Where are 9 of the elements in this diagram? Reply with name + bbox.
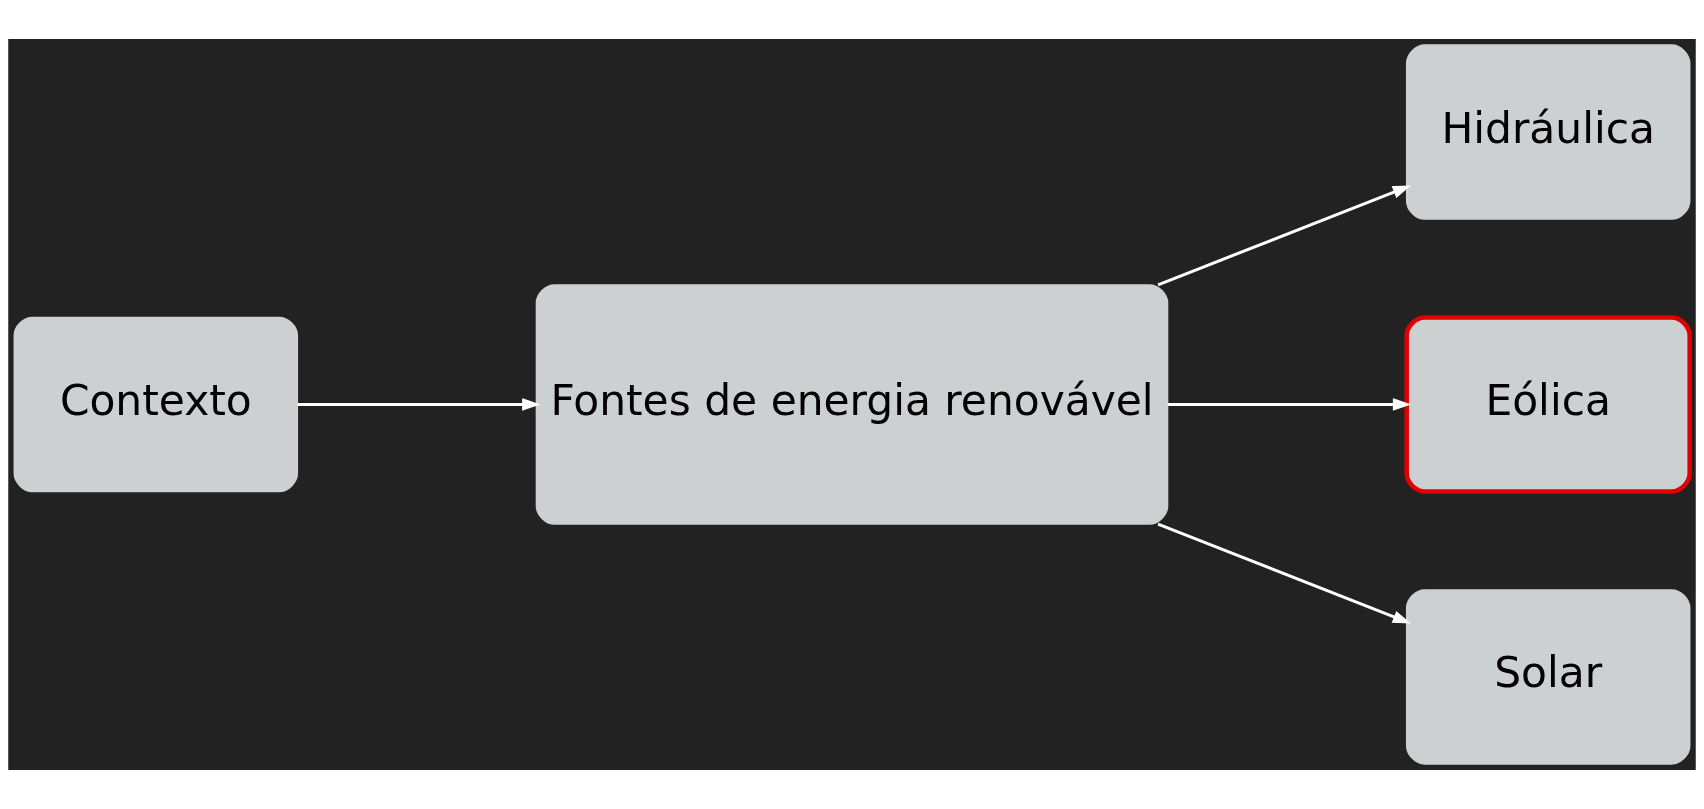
arrow bbox=[1157, 522, 1411, 624]
arrow bbox=[1157, 185, 1411, 287]
node-box: Contexto bbox=[13, 316, 299, 493]
node-box: Eólica bbox=[1404, 315, 1692, 494]
node-box: Hidráulica bbox=[1405, 44, 1691, 220]
node-box: Fontes de energia renovável bbox=[535, 284, 1169, 525]
node-box: Solar bbox=[1405, 589, 1691, 765]
arrow bbox=[297, 398, 541, 411]
arrow bbox=[1167, 398, 1412, 411]
